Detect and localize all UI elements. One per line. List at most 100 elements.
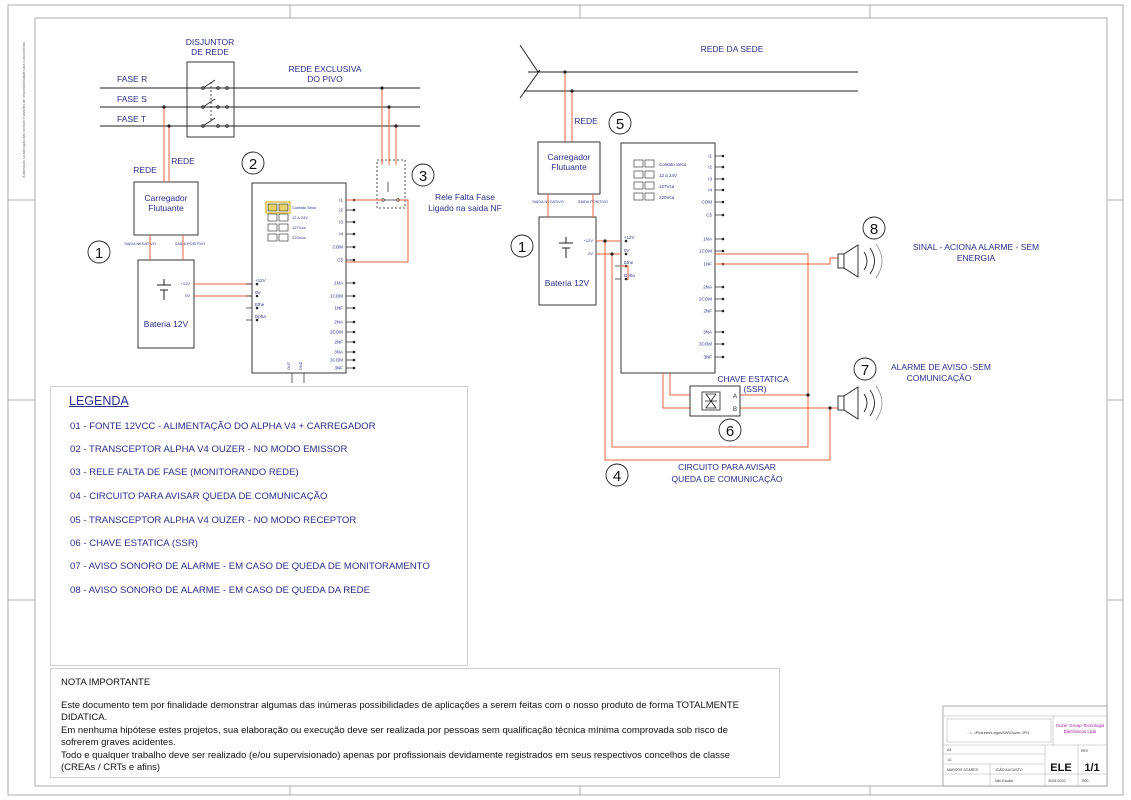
- pin-terminal: [721, 237, 725, 241]
- title-block-drawn: MARCOS SOARES: [947, 768, 979, 772]
- pin-terminal: [255, 282, 259, 286]
- legend-item-05: 05 - TRANSCEPTOR ALPHA V4 OUZER - NO MOD…: [70, 515, 357, 526]
- callout-2-text: 2: [249, 156, 257, 173]
- exclusive-label-line2: DO PIVO: [307, 74, 343, 84]
- callout-8: [862, 216, 886, 240]
- signal-8-line2: ENERGIA: [957, 253, 996, 263]
- battery-left-box: [137, 259, 195, 349]
- pin-terminal: [255, 294, 259, 298]
- title-block-company-2: Eletrônicos Ltda: [1064, 729, 1097, 734]
- pin-label-2nf: 2NF: [703, 309, 712, 314]
- pin-label-+12v: +12V: [255, 278, 266, 283]
- rede-sede-label: REDE DA SEDE: [701, 44, 764, 54]
- pin-label-i3: I3: [708, 177, 712, 182]
- charger-right-line1: Carregador: [548, 152, 591, 162]
- pin-terminal: [352, 245, 356, 249]
- pin-terminal: [721, 297, 725, 301]
- module-receiver-pins: I1I2I3I4COMC51NA1COM1NF2NA2COM2NF3NA3COM…: [615, 154, 725, 360]
- pin-label-3com: 3COM: [330, 358, 343, 363]
- battery-left-pos: +12V: [181, 281, 191, 286]
- callout-4: [605, 463, 629, 487]
- module-emitter-pins: I1I2I3I4COMC51NA1COM1NF2NA2COM2NF3NA3COM…: [246, 198, 356, 383]
- note-line-2: DIDATICA.: [61, 712, 108, 723]
- pin-terminal: [721, 188, 725, 192]
- pin-label-1com: 1COM: [699, 249, 712, 254]
- note-line-3: Em nenhuma hipótese estes projetos, sua …: [61, 725, 728, 736]
- pin-label-1nf: 1NF: [334, 306, 343, 311]
- pin-terminal: [721, 342, 725, 346]
- pin-label-+12v: +12V: [624, 235, 635, 240]
- ssr-symbol: [701, 391, 721, 411]
- pin-label-dpha: Dpha: [624, 273, 635, 278]
- breaker-label-line2: DE REDE: [191, 47, 229, 57]
- pin-label-i3: I3: [339, 220, 343, 225]
- pin-label-c5: C5: [337, 258, 343, 263]
- module-receiver-box: [620, 142, 716, 374]
- title-block-field-1: 1/1: [947, 758, 952, 762]
- pin-terminal: [721, 154, 725, 158]
- pin-terminal: [721, 177, 725, 181]
- ssr-label-line1: CHAVE ESTATICA: [717, 374, 789, 384]
- pin-label-gnd: GND: [299, 361, 303, 370]
- rede-left-label-1: REDE: [133, 165, 157, 175]
- breaker-label-line1: DISJUNTOR: [186, 37, 235, 47]
- pin-label-i2: I2: [708, 165, 712, 170]
- battery-left-label: Bateria 12V: [144, 319, 189, 329]
- pin-label-0v: 0V: [624, 248, 630, 253]
- callout-4-text: 4: [613, 468, 621, 485]
- pin-label-i4: I4: [339, 232, 343, 237]
- pin-terminal: [255, 306, 259, 310]
- battery-left-symbol: [157, 279, 171, 300]
- pin-terminal: [721, 355, 725, 359]
- pin-terminal: [721, 309, 725, 313]
- pin-label-ethe: Ethe: [255, 302, 265, 307]
- pin-label-i4: I4: [708, 188, 712, 193]
- pin-label-2na: 2NA: [703, 285, 712, 290]
- title-block-grid: [943, 715, 1107, 786]
- pin-terminal: [721, 200, 725, 204]
- legend-item-04: 04 - CIRCUITO PARA AVISAR QUEDA DE COMUN…: [70, 491, 328, 502]
- charger-left-feed-dots: [162, 105, 171, 128]
- phase-s-label: FASE S: [117, 94, 147, 104]
- pin-terminal: [352, 320, 356, 324]
- legend-item-03: 03 - RELE FALTA DE FASE (MONITORANDO RED…: [70, 467, 299, 478]
- callout-8-text: 8: [870, 221, 878, 238]
- phase-lines: [100, 87, 420, 127]
- title-block-field-0: A4: [947, 748, 951, 752]
- alarm-7-line1: ALARME DE AVISO -SEM: [891, 362, 991, 372]
- horn-8-icon: [837, 243, 883, 279]
- callout-3-text: 3: [419, 168, 427, 185]
- ssr-terminal-b: B: [733, 407, 737, 413]
- relay-tap-dots: [380, 86, 398, 128]
- pin-label-2na: 2NA: [334, 320, 343, 325]
- phase-r-label: FASE R: [117, 74, 147, 84]
- exclusive-label-line1: REDE EXCLUSIVA: [288, 64, 361, 74]
- pin-label-3nf: 3NF: [334, 366, 343, 371]
- circuit-4-line2: QUEDA DE COMUNICAÇÃO: [672, 474, 783, 484]
- title-block-field-2: REV: [1081, 749, 1089, 753]
- module-emitter-legend-3: 220Vca: [292, 235, 306, 240]
- rede-left-label-2: REDE: [171, 156, 195, 166]
- pin-terminal: [352, 306, 356, 310]
- charger-left-line1: Carregador: [145, 193, 188, 203]
- pin-label-i2: I2: [339, 208, 343, 213]
- charger-left-neg: SAIDA NEGATIVO: [124, 242, 156, 246]
- note-title: NOTA IMPORTANTE: [61, 677, 151, 688]
- callout-1-left: [87, 240, 111, 264]
- pin-label-i1: I1: [708, 154, 712, 159]
- phase-t-label: FASE T: [117, 114, 146, 124]
- pin-terminal: [255, 318, 259, 322]
- callout-6: [718, 418, 742, 442]
- pin-label-com: COM: [702, 200, 713, 205]
- charger-right-line2: Flutuante: [551, 162, 587, 172]
- important-note-box: NOTA IMPORTANTE Este documento tem por f…: [50, 668, 780, 778]
- pin-label-3na: 3NA: [334, 350, 343, 355]
- legend-item-08: 08 - AVISO SONORO DE ALARME - EM CASO DE…: [70, 585, 370, 596]
- circuit-4-line1: CIRCUITO PARA AVISAR: [678, 462, 776, 472]
- module-receiver-legend-0: Contato Seco: [659, 162, 687, 167]
- battery-right-pos: +12V: [584, 238, 594, 243]
- legend-item-07: 07 - AVISO SONORO DE ALARME - EM CASO DE…: [70, 561, 430, 572]
- callout-2: [241, 151, 265, 175]
- charger-right-box: [537, 141, 601, 195]
